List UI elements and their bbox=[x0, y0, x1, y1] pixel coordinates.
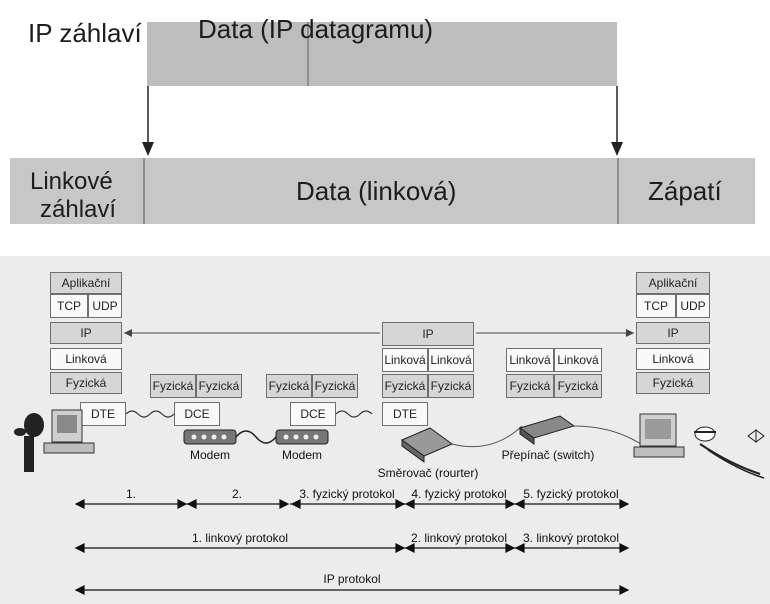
ip-protocol-head-r bbox=[619, 585, 630, 595]
switch-icon bbox=[518, 415, 576, 445]
switch-host-cable bbox=[573, 425, 645, 447]
link-1-label: 1. linkový protokol bbox=[191, 531, 289, 545]
link-frame-divider-left bbox=[143, 158, 145, 224]
link-header-label-1: Linkové bbox=[30, 168, 113, 195]
link-data-label: Data (linková) bbox=[296, 176, 457, 206]
router-phys-cell-1: Fyzická bbox=[382, 374, 428, 398]
serial-cable-left bbox=[125, 410, 175, 418]
modem2-phys-cell-1: Fyzická bbox=[266, 374, 312, 398]
dte-left-box: DTE bbox=[80, 402, 126, 426]
top-frame-diagram: IP záhlaví Data (IP datagramu) Linkové z… bbox=[0, 0, 770, 250]
left-tcp-cell: TCP bbox=[50, 294, 88, 318]
right-udp-cell: UDP bbox=[676, 294, 710, 318]
section-separator bbox=[0, 250, 770, 256]
link-header-label-2: záhlaví bbox=[40, 196, 117, 223]
link-2-head-l bbox=[404, 543, 415, 553]
left-link-cell: Linková bbox=[50, 348, 122, 370]
link-2-label: 2. linkový protokol bbox=[410, 531, 508, 545]
switch-link-cell-2: Linková bbox=[554, 348, 602, 372]
router-switch-cable bbox=[451, 425, 523, 448]
right-app-cell: Aplikační bbox=[636, 272, 710, 294]
switch-phys-cell-2: Fyzická bbox=[554, 374, 602, 398]
right-phys-cell: Fyzická bbox=[636, 372, 710, 394]
modem1-phys-cell-1: Fyzická bbox=[150, 374, 196, 398]
proto-1-head-r bbox=[177, 499, 188, 509]
modem-2-icon bbox=[275, 429, 329, 445]
modem2-phys-cell-2: Fyzická bbox=[312, 374, 358, 398]
ip-link-right-head bbox=[626, 329, 634, 337]
dce-right-box: DCE bbox=[290, 402, 336, 426]
ip-header-label: IP záhlaví bbox=[28, 18, 142, 48]
proto-3-head-r bbox=[395, 499, 406, 509]
proto-5-head-l bbox=[514, 499, 525, 509]
left-app-cell: Aplikační bbox=[50, 272, 122, 294]
router-phys-cell-2: Fyzická bbox=[428, 374, 474, 398]
link-footer-label: Zápatí bbox=[648, 176, 722, 206]
router-link-cell-1: Linková bbox=[382, 348, 428, 372]
proto-2-head-r bbox=[279, 499, 290, 509]
router-label: Směrovač (rourter) bbox=[377, 466, 479, 480]
encap-arrowhead-left bbox=[142, 142, 154, 156]
left-phys-cell: Fyzická bbox=[50, 372, 122, 394]
dog-figure-icon bbox=[14, 413, 44, 472]
router-ip-cell: IP bbox=[382, 322, 474, 346]
proto-4-head-l bbox=[404, 499, 415, 509]
right-tcp-cell: TCP bbox=[636, 294, 676, 318]
encapsulation-arrows bbox=[142, 86, 623, 156]
modem-2-label: Modem bbox=[281, 448, 323, 462]
proto-2-label: 2. bbox=[231, 487, 243, 501]
computer-right-icon bbox=[633, 413, 685, 458]
phone-line bbox=[235, 430, 277, 444]
link-frame-divider-right bbox=[617, 158, 619, 224]
link-3-head-r bbox=[619, 543, 630, 553]
modem1-phys-cell-2: Fyzická bbox=[196, 374, 242, 398]
bow-icon bbox=[747, 429, 765, 443]
proto-4-label: 4. fyzický protokol bbox=[411, 487, 507, 501]
link-3-label: 3. linkový protokol bbox=[522, 531, 620, 545]
router-link-cell-2: Linková bbox=[428, 348, 474, 372]
serial-cable-right bbox=[335, 410, 373, 418]
proto-4-head-r bbox=[505, 499, 516, 509]
ip-datagram-divider bbox=[307, 22, 309, 86]
proto-1-head-l bbox=[74, 499, 85, 509]
modem-1-label: Modem bbox=[189, 448, 231, 462]
proto-2-head-l bbox=[186, 499, 197, 509]
proto-3-label: 3. fyzický protokol bbox=[299, 487, 395, 501]
proto-1-label: 1. bbox=[125, 487, 137, 501]
dce-left-box: DCE bbox=[174, 402, 220, 426]
switch-link-cell-1: Linková bbox=[506, 348, 554, 372]
switch-label: Přepínač (switch) bbox=[501, 448, 595, 462]
ip-datagram-box bbox=[147, 22, 617, 86]
computer-left-icon bbox=[43, 409, 95, 454]
proto-5-label: 5. fyzický protokol bbox=[523, 487, 619, 501]
left-ip-cell: IP bbox=[50, 322, 122, 344]
ip-link-left-head bbox=[124, 329, 132, 337]
link-1-head-r bbox=[395, 543, 406, 553]
switch-phys-cell-1: Fyzická bbox=[506, 374, 554, 398]
proto-3-head-l bbox=[290, 499, 301, 509]
link-2-head-r bbox=[505, 543, 516, 553]
dte-right-box: DTE bbox=[382, 402, 428, 426]
ip-protocol-label: IP protokol bbox=[323, 572, 381, 586]
link-1-head-l bbox=[74, 543, 85, 553]
right-link-cell: Linková bbox=[636, 348, 710, 370]
link-3-head-l bbox=[514, 543, 525, 553]
right-ip-cell: IP bbox=[636, 322, 710, 344]
link-frame-box bbox=[10, 158, 755, 224]
router-icon bbox=[400, 427, 454, 463]
ip-data-label: Data (IP datagramu) bbox=[198, 14, 434, 44]
modem-1-icon bbox=[183, 429, 237, 445]
dachshund-figure-icon bbox=[694, 426, 765, 479]
proto-5-head-r bbox=[619, 499, 630, 509]
left-udp-cell: UDP bbox=[88, 294, 122, 318]
ip-protocol-head-l bbox=[74, 585, 85, 595]
encap-arrowhead-right bbox=[611, 142, 623, 156]
